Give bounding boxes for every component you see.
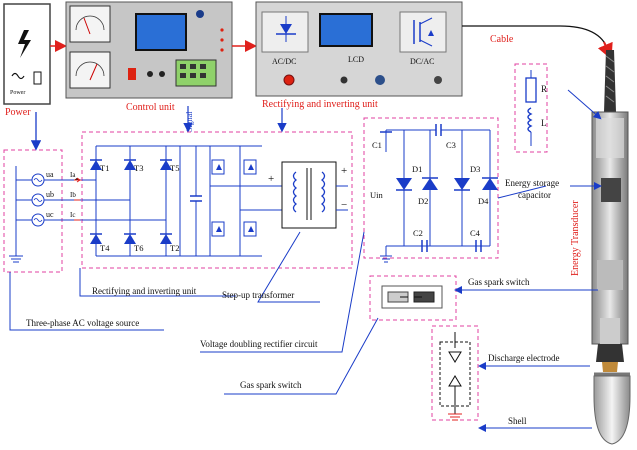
ua-label: ua	[46, 170, 54, 179]
electrode-tip-icon	[602, 362, 618, 372]
d3-label: D3	[470, 164, 480, 174]
d4-label: D4	[478, 196, 489, 206]
discharge-electrode-label: Discharge electrode	[488, 353, 560, 363]
t4-label: T4	[100, 243, 110, 253]
rectifier-red-button	[283, 74, 295, 86]
ac-wave-icon	[11, 72, 25, 80]
shell-label: Shell	[508, 416, 527, 426]
logo-icon	[196, 10, 204, 18]
c4-label: C4	[470, 228, 481, 238]
t6-label: T6	[134, 243, 143, 253]
plus-left-label: +	[268, 173, 274, 185]
voltage-doubler-circuit	[363, 117, 499, 263]
signal-label: Signal	[185, 111, 194, 132]
ub-label: ub	[46, 190, 54, 199]
capacitor-label: capacitor	[518, 190, 551, 200]
gas-switch-left-label: Gas spark switch	[240, 380, 302, 390]
meter-bottom	[69, 51, 111, 89]
uc-label: uc	[46, 210, 54, 219]
c1-label: C1	[372, 140, 382, 150]
d2-label: D2	[418, 196, 428, 206]
igbt-switches	[211, 159, 257, 237]
rectifier-unit: AC/DC LCD DC/AC	[255, 1, 463, 97]
r-label: R	[541, 84, 547, 94]
meter-top	[69, 5, 111, 43]
cable-line	[462, 25, 609, 51]
t2-label: T2	[170, 243, 179, 253]
transducer-capacitor-block	[601, 178, 621, 202]
discharge-electrode-box	[431, 325, 479, 421]
d1-label: D1	[412, 164, 422, 174]
uin-label: Uin	[370, 190, 384, 200]
c2-label: C2	[413, 228, 423, 238]
energy-transducer	[591, 50, 631, 445]
t3-label: T3	[134, 163, 143, 173]
power-label-small: Power	[10, 90, 25, 96]
rectifier-lcd-screen	[319, 13, 373, 47]
ia-label: Ia	[70, 171, 76, 179]
energy-storage-label: Energy storage	[505, 178, 559, 188]
lightning-icon	[18, 30, 31, 58]
rectifier-unit-label-top: Rectifying and inverting unit	[262, 99, 378, 110]
power-switch-icon	[33, 71, 42, 85]
power-unit: Power	[3, 3, 51, 105]
control-lcd-screen	[135, 13, 187, 51]
gas-spark-switch-box	[369, 275, 457, 321]
rectifier-inverter-circuit	[81, 131, 353, 269]
minus-right-label: −	[341, 199, 347, 211]
step-up-transformer-label: Step-up transformer	[222, 290, 294, 300]
cable-label: Cable	[490, 34, 514, 45]
rectifier-unit-label-bottom: Rectifying and inverting unit	[92, 286, 197, 296]
control-power-button	[128, 68, 136, 80]
plus-right-label: +	[341, 165, 347, 177]
voltage-doubling-label: Voltage doubling rectifier circuit	[200, 339, 318, 349]
three-phase-label: Three-phase AC voltage source	[26, 318, 139, 328]
gas-switch-right-label: Gas spark switch	[468, 277, 530, 287]
rl-box	[514, 63, 548, 153]
ib-label: Ib	[70, 191, 76, 199]
l-label: L	[541, 118, 547, 128]
dcac-label: DC/AC	[410, 57, 434, 66]
t5-label: T5	[170, 163, 179, 173]
acdc-label: AC/DC	[272, 57, 296, 66]
t1-label: T1	[100, 163, 109, 173]
control-unit	[65, 1, 233, 99]
lcd-label: LCD	[348, 55, 364, 64]
energy-transducer-label: Energy Transducer	[570, 200, 581, 276]
c3-label: C3	[446, 140, 456, 150]
ic-label: Ic	[70, 211, 75, 219]
power-label: Power	[5, 107, 31, 118]
control-unit-label: Control unit	[126, 102, 175, 113]
